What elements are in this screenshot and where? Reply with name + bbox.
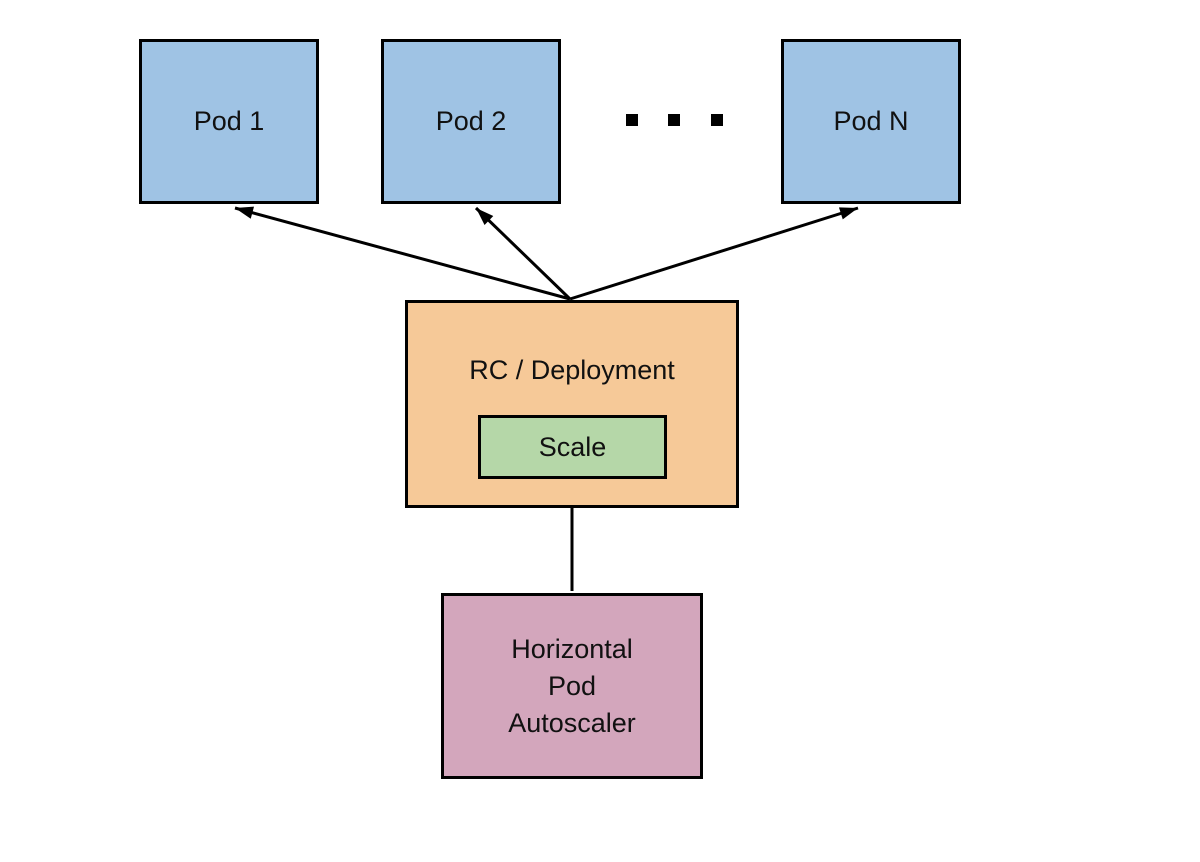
horizontal-pod-autoscaler-box: Horizontal Pod Autoscaler <box>441 593 703 779</box>
hpa-label-line1: Horizontal <box>511 633 633 664</box>
pod-n-label: Pod N <box>833 106 909 136</box>
hpa-label-line2: Pod <box>547 670 597 701</box>
ellipsis-dot-icon <box>626 114 638 126</box>
rc-deployment-box: RC / Deployment Scale <box>405 300 739 508</box>
pod-1-label: Pod 1 <box>193 106 265 136</box>
pod-1-box: Pod 1 <box>139 39 319 204</box>
ellipsis-dot-icon <box>711 114 723 126</box>
arrow-rc-to-pod1 <box>234 206 571 301</box>
scale-box: Scale <box>478 415 667 479</box>
pod-2-label: Pod 2 <box>435 106 507 136</box>
arrow-rc-to-pod2 <box>474 206 572 301</box>
scale-label: Scale <box>538 431 607 462</box>
pod-n-box: Pod N <box>781 39 961 204</box>
ellipsis-dot-icon <box>668 114 680 126</box>
hpa-label-line3: Autoscaler <box>508 707 636 738</box>
pod-2-box: Pod 2 <box>381 39 561 204</box>
arrow-rc-to-podn <box>569 206 859 301</box>
rc-deployment-label: RC / Deployment <box>469 355 675 385</box>
